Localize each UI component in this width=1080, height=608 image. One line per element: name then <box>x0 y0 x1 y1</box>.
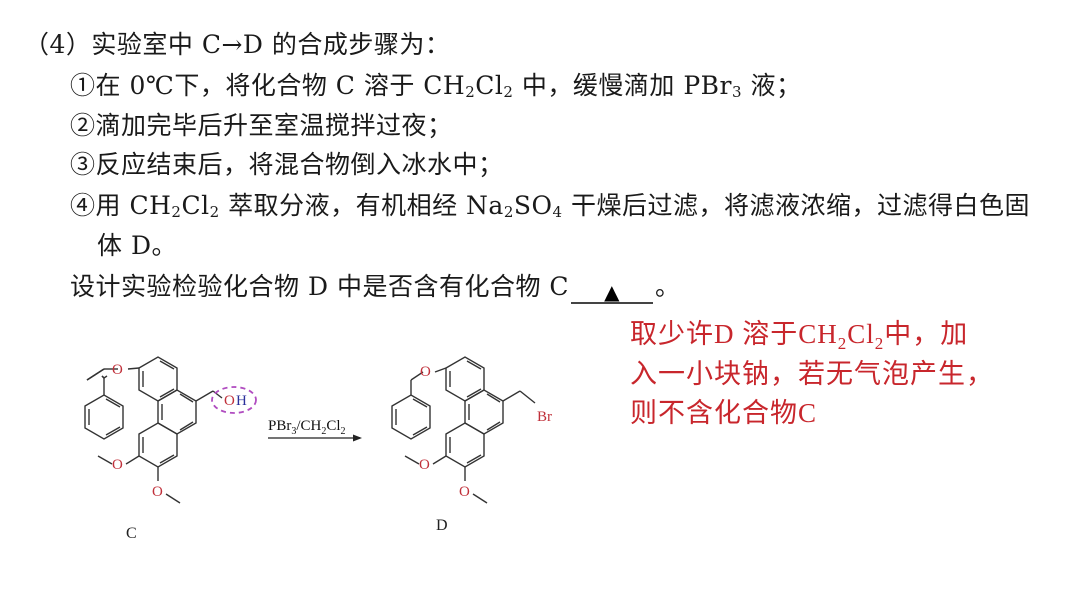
step-text: 滴加完毕后升至室温搅拌过夜； <box>95 111 453 140</box>
prompt-text: 设计实验检验化合物 D 中是否含有化合物 C <box>70 272 570 301</box>
step-number: ① <box>70 71 96 100</box>
hydroxyl-hydrogen: H <box>236 393 247 409</box>
step-text: SO <box>513 191 553 220</box>
subscript: 2 <box>503 83 514 101</box>
step-text: 萃取分液，有机相经 Na <box>219 191 504 220</box>
step-2: ②滴加完毕后升至室温搅拌过夜； <box>70 111 453 141</box>
step-3: ③反应结束后，将混合物倒入冰水中； <box>70 150 504 180</box>
subscript: 2 <box>503 203 514 221</box>
answer-text: 取少许D 溶于CH2Cl2中，加 入一小块钠，若无气泡产生， 则不含化合物C <box>630 315 994 434</box>
step-text: 反应结束后，将混合物倒入冰水中； <box>95 150 504 179</box>
hydroxyl-oxygen: O <box>224 393 235 409</box>
subscript: 2 <box>837 334 848 353</box>
subscript: 2 <box>874 334 885 353</box>
answer-fragment: 取少许D 溶于CH <box>630 319 838 349</box>
bromine-atom: Br <box>537 409 552 425</box>
step-text: 中，缓慢滴加 PBr <box>513 71 732 100</box>
subscript: 2 <box>465 83 476 101</box>
answer-fragment: 中，加 <box>884 319 969 349</box>
oxygen-atom: O <box>420 364 431 380</box>
subscript: 4 <box>552 203 563 221</box>
question-header: （4）实验室中 C→D 的合成步骤为： <box>24 30 451 59</box>
step-text: 干燥后过滤，将滤液浓缩，过滤得白色固 <box>562 191 1030 220</box>
subscript: 2 <box>171 203 182 221</box>
answer-blank: ▲ <box>571 276 654 304</box>
compound-c-structure <box>84 356 223 504</box>
oh-highlight-circle <box>211 386 257 414</box>
reagent-label: PBr3/CH2Cl2 <box>268 418 346 437</box>
oxygen-atom: O <box>112 362 123 378</box>
end-mark: 。 <box>655 272 681 301</box>
step-text: 用 CH <box>95 191 172 220</box>
step-4: ④用 CH2Cl2 萃取分液，有机相经 Na2SO4 干燥后过滤，将滤液浓缩，过… <box>70 191 1030 221</box>
step-4-continuation: 体 D。 <box>97 231 177 260</box>
step-1: ①在 0℃下，将化合物 C 溶于 CH2Cl2 中，缓慢滴加 PBr3 液； <box>70 71 802 101</box>
compound-d-label: D <box>436 517 448 534</box>
oxygen-atom: O <box>112 457 123 473</box>
step-number: ③ <box>70 150 96 179</box>
question-prompt: 设计实验检验化合物 D 中是否含有化合物 C ▲ 。 <box>70 272 681 304</box>
step-text: 液； <box>742 71 802 100</box>
step-text: Cl <box>181 191 210 220</box>
step-text: 在 0℃下，将化合物 C 溶于 CH <box>95 71 466 100</box>
step-text: Cl <box>475 71 504 100</box>
compound-c-label: C <box>126 525 137 542</box>
oxygen-atom: O <box>419 457 430 473</box>
subscript: 3 <box>732 83 743 101</box>
step-number: ④ <box>70 191 96 220</box>
answer-fragment: Cl <box>847 319 875 349</box>
triangle-marker-icon: ▲ <box>604 280 620 304</box>
compound-d-structure <box>391 356 536 504</box>
answer-line-2: 入一小块钠，若无气泡产生， <box>630 358 994 389</box>
oxygen-atom: O <box>152 484 163 500</box>
subscript: 2 <box>209 203 220 221</box>
arrow-head-icon <box>353 434 362 442</box>
oxygen-atom: O <box>459 484 470 500</box>
answer-line-1: 取少许D 溶于CH2Cl2中，加 <box>630 315 994 355</box>
answer-line-3: 则不含化合物C <box>630 398 818 428</box>
step-number: ② <box>70 111 96 140</box>
